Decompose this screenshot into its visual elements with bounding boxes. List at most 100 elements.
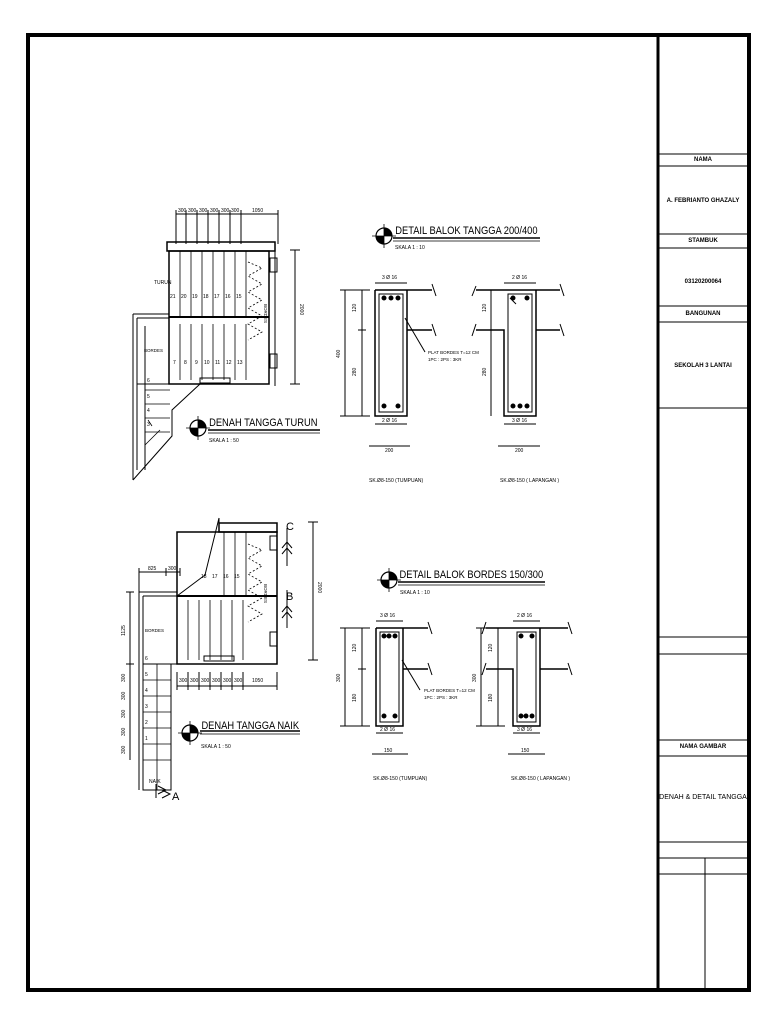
naik-bottom-dim-3: 300 (201, 678, 210, 684)
bordes-left-dim-120: 120 (352, 643, 358, 652)
turun-step-16: 16 (225, 294, 231, 300)
naik-bordes-label: BORDES (145, 628, 164, 633)
detail-bordes (340, 581, 573, 755)
turun-step-18: 18 (203, 294, 209, 300)
naik-top-dim-1: 825 (148, 566, 157, 572)
turun-step-5: 5 (147, 394, 150, 400)
naik-left-small-dim-5: 300 (121, 745, 127, 754)
detail-bordes-title: DETAIL BALOK BORDES 150/300 (400, 569, 544, 581)
naik-bordes-label-right: BORDES (263, 584, 268, 603)
bangunan-value: SEKOLAH 3 LANTAI (674, 363, 732, 369)
naik-section-b: B (286, 591, 293, 603)
turun-step-12: 12 (226, 360, 232, 366)
naik-top-dim-2: 300 (168, 566, 177, 572)
naik-left-dim: 1125 (121, 625, 127, 636)
turun-step-11: 11 (215, 360, 220, 366)
turun-label: TURUN (154, 280, 172, 286)
naik-title: DENAH TANGGA NAIK (201, 720, 299, 732)
tangga-left-dim-280: 280 (352, 367, 358, 376)
sheet-border (26, 33, 751, 992)
turun-right-dim: 2000 (298, 304, 304, 315)
tangga-left-width: 200 (385, 448, 394, 454)
naik-left-small-dim-1: 300 (121, 673, 127, 682)
naik-step-2: 2 (145, 720, 148, 726)
turun-top-dim-5: 300 (221, 208, 230, 214)
turun-step-8: 8 (184, 360, 187, 366)
turun-step-15: 15 (236, 294, 242, 300)
turun-bordes-label-right: BORDES (263, 304, 268, 323)
naik-step-3: 3 (145, 704, 148, 710)
bordes-right-bottom-bars: 3 Ø 16 (517, 727, 532, 733)
bangunan-label: BANGUNAN (685, 311, 721, 317)
naik-bottom-dim-7: 1050 (252, 678, 263, 684)
bordes-right-width: 150 (521, 748, 530, 754)
tangga-right-bottom-bars: 3 Ø 16 (512, 418, 527, 424)
bordes-left-bottom-bars: 2 Ø 16 (380, 727, 395, 733)
naik-label: NAIK (149, 779, 161, 785)
tangga-left-total: 400 (336, 349, 342, 358)
turun-step-6: 6 (147, 378, 150, 384)
naik-left-small-dim-4: 300 (121, 727, 127, 736)
bordes-right-top-bars: 2 Ø 16 (517, 613, 532, 619)
bordes-right-dim-120: 120 (488, 643, 494, 652)
tangga-left-note2: 1PC : 2PS : 3KR (428, 357, 462, 362)
turun-top-dim-7: 1050 (252, 208, 263, 214)
turun-step-21: 21 (170, 294, 176, 300)
bordes-left-caption: SK.Ø8-150 (TUMPUAN) (373, 776, 428, 782)
turun-step-3: 3 (147, 422, 150, 428)
naik-step-15: 15 (234, 574, 240, 580)
turun-bordes-label: BORDES (144, 348, 163, 353)
turun-step-20: 20 (181, 294, 187, 300)
nama-value: A. FEBRIANTO GHAZALY (666, 198, 740, 204)
bordes-right-dim-180: 180 (488, 693, 494, 702)
turun-step-9: 9 (195, 360, 198, 366)
bordes-left-dim-180: 180 (352, 693, 358, 702)
tangga-left-caption: SK.Ø8-150 (TUMPUAN) (369, 478, 424, 484)
tangga-left-bottom-bars: 2 Ø 16 (382, 418, 397, 424)
bordes-left-note2: 1PC : 2PS : 3KR (424, 695, 458, 700)
turun-step-10: 10 (204, 360, 210, 366)
naik-step-18: 18 (201, 574, 207, 580)
tangga-right-top-bars: 2 Ø 16 (512, 275, 527, 281)
turun-step-13: 13 (237, 360, 243, 366)
title-block-grid (658, 153, 749, 990)
tangga-left-note1: PLAT BORDES T=12 CM (428, 350, 479, 355)
detail-tangga-scale: SKALA 1 : 10 (395, 245, 425, 251)
bordes-right-total: 300 (472, 673, 478, 682)
turun-top-dim-4: 300 (210, 208, 219, 214)
nama-gambar-value: DENAH & DETAIL TANGGA (659, 794, 747, 801)
bordes-left-top-bars: 3 Ø 16 (380, 613, 395, 619)
turun-title: DENAH TANGGA TURUN (209, 417, 317, 429)
naik-bottom-dim-5: 300 (223, 678, 232, 684)
naik-bottom-dim-4: 300 (212, 678, 221, 684)
naik-section-symbol-icon (178, 721, 202, 745)
tangga-right-dim-120: 120 (482, 303, 488, 312)
detail-bordes-scale: SKALA 1 : 10 (400, 590, 430, 596)
bordes-left-note1: PLAT BORDES T=12 CM (424, 688, 475, 693)
turun-section-symbol-icon (186, 416, 210, 440)
turun-scale: SKALA 1 : 50 (209, 438, 239, 444)
bordes-left-width: 150 (384, 748, 393, 754)
naik-bottom-dim-6: 300 (234, 678, 243, 684)
turun-step-4: 4 (147, 408, 150, 414)
detail-tangga-symbol-icon (372, 224, 396, 248)
naik-section-c: C (286, 521, 294, 533)
plan-naik (126, 517, 318, 799)
tangga-right-caption: SK.Ø8-150 ( LAPANGAN ) (500, 478, 559, 484)
naik-bottom-dim-1: 300 (179, 678, 188, 684)
naik-step-6: 6 (145, 656, 148, 662)
detail-tangga (340, 237, 565, 447)
tangga-left-top-bars: 3 Ø 16 (382, 275, 397, 281)
tangga-right-width: 200 (515, 448, 524, 454)
detail-tangga-title: DETAIL BALOK TANGGA 200/400 (395, 225, 538, 237)
turun-top-dim-2: 300 (188, 208, 197, 214)
plan-turun (132, 210, 320, 481)
naik-scale: SKALA 1 : 50 (201, 744, 231, 750)
naik-right-dim: 2000 (316, 582, 322, 593)
naik-step-4: 4 (145, 688, 148, 694)
detail-bordes-symbol-icon (377, 568, 401, 592)
naik-left-small-dim-3: 300 (121, 709, 127, 718)
nama-gambar-label: NAMA GAMBAR (679, 744, 727, 750)
naik-step-5: 5 (145, 672, 148, 678)
